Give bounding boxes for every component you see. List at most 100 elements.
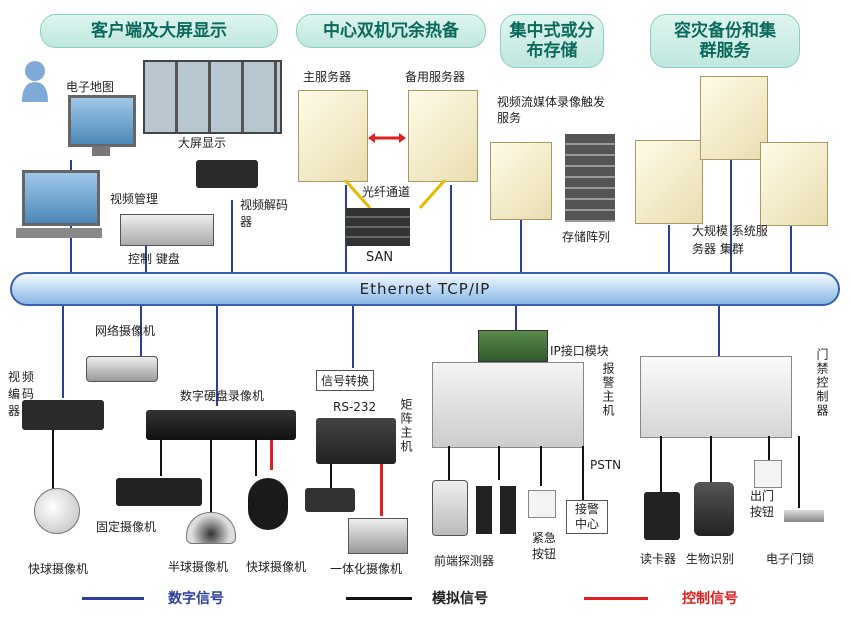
ctrl-matrix-cam: [380, 464, 383, 516]
link-decoder: [231, 200, 233, 274]
half-dome-camera: [186, 512, 236, 544]
storage-array: [565, 134, 615, 222]
detector-3: [500, 486, 516, 534]
link-encoder: [62, 306, 64, 398]
link-dvr: [216, 306, 218, 406]
dome-cam2-label: 快球摄像机: [246, 560, 307, 574]
legend-control-line: [584, 597, 648, 600]
detector-1: [432, 480, 468, 536]
dome-camera-2: [248, 478, 288, 530]
control-keyboard: [120, 214, 214, 246]
emap-label: 电子地图: [66, 80, 115, 94]
emap-monitor: [68, 95, 136, 147]
matrix-camera: [305, 488, 355, 512]
dvr-label: 数字硬盘录像机: [180, 389, 265, 403]
integrated-cam-label: 一体化摄像机: [330, 562, 403, 576]
detector-2: [476, 486, 492, 534]
link-backup-server: [450, 185, 452, 274]
electronic-lock: [784, 510, 824, 522]
card-reader: [644, 492, 680, 540]
biometric-device: [694, 482, 734, 536]
header-client: 客户端及大屏显示: [40, 14, 278, 48]
header-disaster: 容灾备份和集群服务: [650, 14, 800, 68]
link-dvr-dome: [255, 440, 257, 476]
card-reader-label: 读卡器: [640, 552, 677, 566]
legend-control-label: 控制信号: [682, 591, 738, 607]
legend-digital-label: 数字信号: [168, 591, 224, 607]
emap-monitor-base: [92, 146, 110, 156]
signal-convert-label: 信号转换: [316, 370, 375, 391]
dvr-device: [146, 410, 296, 440]
cluster-server-2: [700, 76, 768, 160]
front-detector-label: 前端探测器: [434, 554, 495, 568]
link-streaming: [520, 215, 522, 274]
access-ctrl-label: 门禁控制器: [815, 348, 829, 418]
link-video-mgmt: [145, 245, 147, 274]
alarm-host-label: 报警主机: [601, 362, 615, 418]
link-alarm-pstn: [582, 446, 584, 500]
mgmt-monitor: [22, 170, 100, 226]
biometric-label: 生物识别: [686, 552, 735, 566]
half-dome-label: 半球摄像机: [168, 560, 229, 574]
user-avatar: [20, 60, 50, 102]
encoder-device: [22, 400, 104, 430]
legend-digital-line: [82, 597, 144, 600]
cluster-label: 大规模 系统服务器 集群: [692, 224, 768, 256]
link-net-camera: [140, 306, 142, 356]
dome-camera-1: [34, 488, 80, 534]
fixed-camera: [116, 478, 202, 506]
link-ip-module: [515, 306, 517, 336]
main-server: [298, 90, 368, 182]
link-access-lock: [798, 436, 800, 508]
emergency-label: 紧急按钮: [532, 531, 557, 561]
ip-module-board: [478, 330, 548, 362]
link-cluster-3: [790, 200, 792, 274]
encoder-label: 视频编码器: [8, 370, 37, 418]
link-cluster-1: [668, 225, 670, 274]
fixed-cam-label: 固定摄像机: [96, 520, 157, 534]
redundancy-arrow: [368, 128, 406, 143]
streaming-label: 视频流媒体录像触发服务: [497, 95, 606, 125]
integrated-camera: [348, 518, 408, 554]
link-access-reader: [660, 436, 662, 492]
ip-module-label: IP接口模块: [550, 344, 609, 358]
alarm-center-box: 接警中心: [566, 500, 608, 534]
link-dvr-fixed: [160, 440, 162, 476]
dome-cam1-label: 快球摄像机: [28, 562, 89, 576]
decoder-label: 视频解码器: [240, 198, 289, 229]
matrix-host-label: 矩阵主机: [399, 398, 413, 454]
net-camera-label: 网络摄像机: [95, 324, 156, 338]
keyboard-label: 控制 键盘: [128, 252, 180, 266]
exit-button: [754, 460, 782, 488]
legend-analog-line: [346, 597, 412, 600]
access-controller: [640, 356, 792, 438]
pstn-label: PSTN: [590, 458, 622, 472]
net-camera: [86, 356, 158, 382]
link-alarm-button: [540, 446, 542, 486]
backup-server-label: 备用服务器: [405, 70, 466, 84]
link-access-exit: [768, 436, 770, 460]
link-signal: [352, 306, 354, 368]
streaming-server: [490, 142, 552, 220]
link-matrix-cam: [330, 464, 332, 488]
link-access: [718, 306, 720, 356]
rs232-label: RS-232: [333, 400, 377, 414]
header-hot-standby: 中心双机冗余热备: [296, 14, 486, 48]
backup-server: [408, 90, 478, 182]
matrix-device: [316, 418, 396, 464]
san-array: [346, 208, 410, 246]
bigscreen-label: 大屏显示: [178, 136, 227, 150]
link-dvr-half: [210, 440, 212, 512]
link-alarm-detector2: [498, 446, 500, 480]
san-label: SAN: [366, 250, 394, 265]
storage-array-label: 存储阵列: [562, 230, 611, 244]
fiber-lines: [340, 179, 450, 210]
cluster-server-1: [635, 140, 703, 224]
link-cluster-2: [730, 130, 732, 274]
video-mgmt-label: 视频管理: [110, 192, 159, 206]
header-storage: 集中式或分布存储: [500, 14, 604, 68]
exit-btn-label: 出门按钮: [750, 489, 775, 519]
cluster-server-3: [760, 142, 828, 226]
link-access-bio: [710, 436, 712, 482]
ethernet-bus: Ethernet TCP/IP: [10, 272, 840, 306]
